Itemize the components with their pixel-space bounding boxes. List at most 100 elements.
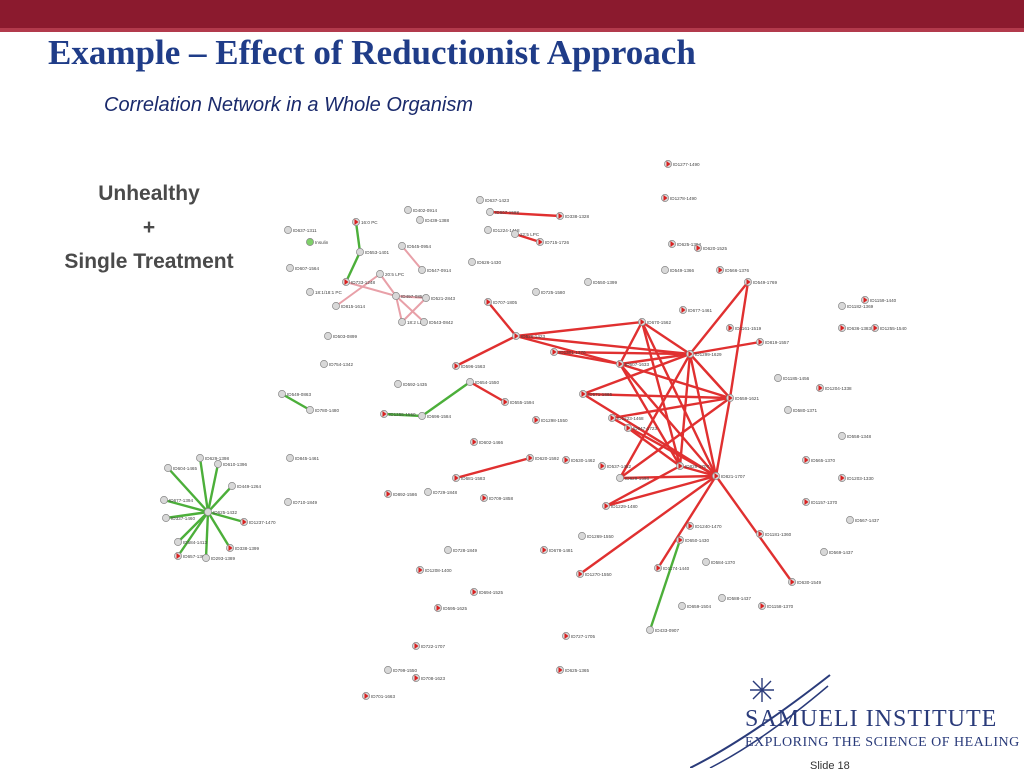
node-marker-icon <box>656 565 661 571</box>
network-node: ID584-1413 <box>174 538 207 546</box>
edge-positive <box>640 320 682 468</box>
node-circle <box>418 412 426 420</box>
network-node: ID1298-1550 <box>532 416 568 424</box>
network-node: ID729-1848 <box>424 488 457 496</box>
node-circle <box>466 378 474 386</box>
node-label: ID654-1550 <box>475 380 499 385</box>
node-label: ID892-1586 <box>393 492 417 497</box>
node-marker-icon <box>534 417 539 423</box>
node-marker-icon <box>618 361 623 367</box>
network-node: ID566-1376 <box>716 266 749 274</box>
logo-swoosh <box>690 674 831 768</box>
node-label: 16:0 PC <box>361 220 378 225</box>
edge-negative <box>206 484 234 514</box>
node-label: ID1278-1490 <box>670 196 697 201</box>
edge-positive <box>513 232 542 244</box>
network-node: ID521-2843 <box>422 294 455 302</box>
network-node: ID677-1461 <box>679 306 712 314</box>
node-marker-icon <box>626 425 631 431</box>
node-circle <box>174 538 182 546</box>
node-label: ID530-1462 <box>571 458 595 463</box>
node-marker-icon <box>454 475 459 481</box>
node-label: ID725-1580 <box>541 290 565 295</box>
network-node: ID1174-1440 <box>654 564 690 572</box>
network-node: ID607-1633 <box>616 360 649 368</box>
network-node: ID1159-1440 <box>861 296 897 304</box>
node-marker-icon <box>818 385 823 391</box>
node-label: ID629-1598 <box>625 476 649 481</box>
edge-positive <box>688 352 718 478</box>
node-marker-icon <box>558 213 563 219</box>
network-node: ID610-1396 <box>214 460 247 468</box>
edge-weak <box>379 273 397 297</box>
node-marker-icon <box>678 537 683 543</box>
network-node: ID799-1550 <box>384 666 417 674</box>
network-node: ID681-1583 <box>452 474 485 482</box>
edge-negative <box>206 510 232 550</box>
network-node: ID604-1465 <box>164 464 197 472</box>
network-node: ID694-1525 <box>470 588 503 596</box>
logo-name: SAMUELI INSTITUTE <box>745 706 998 732</box>
node-circle <box>678 602 686 610</box>
network-node: ID715-1726 <box>536 238 569 246</box>
node-circle <box>646 626 654 634</box>
node-label: ID821-1707 <box>721 474 745 479</box>
node-label: ID1159-1440 <box>870 298 897 303</box>
network-nodes: ID1277-1490ID1278-1490ID637-1423ID607-15… <box>160 160 907 700</box>
node-circle <box>320 360 328 368</box>
network-node: ID338-1399 <box>226 544 259 552</box>
node-marker-icon <box>804 457 809 463</box>
edge-positive <box>678 352 692 468</box>
node-label: ID565-1370 <box>811 458 835 463</box>
node-marker-icon <box>436 605 441 611</box>
node-circle <box>376 270 384 278</box>
node-circle <box>511 230 519 238</box>
network-node: ID602-1466 <box>470 438 503 446</box>
node-circle <box>420 318 428 326</box>
node-label: ID715-1726 <box>545 240 569 245</box>
node-marker-icon <box>840 325 845 331</box>
edge-negative <box>354 220 362 254</box>
edge-positive <box>454 334 518 368</box>
node-marker-icon <box>538 239 543 245</box>
node-circle <box>422 294 430 302</box>
logo-swoosh-2 <box>709 685 829 768</box>
node-marker-icon <box>758 339 763 345</box>
network-node: ID549-1769 <box>744 278 777 286</box>
network-node: ID1223-1468 <box>608 414 644 422</box>
node-label: ID1203-1330 <box>847 476 874 481</box>
network-node: ID727-1705 <box>562 632 595 640</box>
node-circle <box>356 248 364 256</box>
node-circle <box>160 496 168 504</box>
node-label: ID402-0914 <box>413 208 437 213</box>
network-node: ID1240-1470 <box>686 522 722 530</box>
edge-positive <box>604 474 718 508</box>
slide-subtitle: Correlation Network in a Whole Organism <box>104 94 474 116</box>
node-marker-icon <box>714 473 719 479</box>
node-circle <box>424 488 432 496</box>
network-node: ID1278-1490 <box>661 194 697 202</box>
node-label: ID569-1437 <box>829 550 853 555</box>
edge-negative <box>280 392 312 412</box>
node-marker-icon <box>386 491 391 497</box>
edge-negative <box>176 510 210 558</box>
slide-number: Slide 18 <box>810 760 850 772</box>
node-label: ID620-1525 <box>703 246 727 251</box>
node-circle <box>838 432 846 440</box>
node-label: ID1182-1369 <box>847 304 874 309</box>
network-node: ID829-1707 <box>676 462 709 470</box>
node-circle <box>202 554 210 562</box>
network-node: ID543-0842 <box>420 318 453 326</box>
node-label: 18:2 LPC <box>407 320 427 325</box>
star-icon <box>750 678 774 702</box>
node-label: ID433-0907 <box>655 628 679 633</box>
node-marker-icon <box>242 519 247 525</box>
node-label: ID696-1584 <box>427 414 451 419</box>
network-node: ID625-1432 <box>204 508 237 516</box>
node-marker-icon <box>503 399 508 405</box>
edge-positive <box>618 320 644 366</box>
network-node: ID559-1621 <box>726 394 759 402</box>
network-node: ID588-1437 <box>718 594 751 602</box>
node-label: ID637-1311 <box>293 228 317 233</box>
node-label: ID728-1849 <box>453 548 477 553</box>
